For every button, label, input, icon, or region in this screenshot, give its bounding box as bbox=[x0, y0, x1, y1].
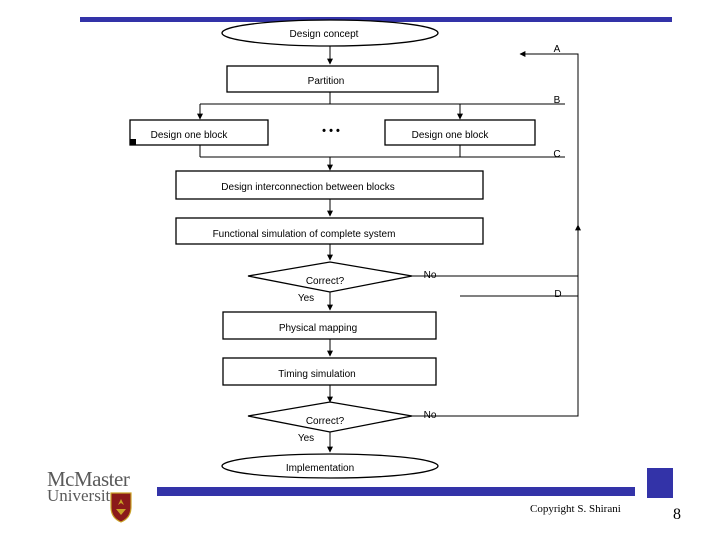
timing-label: Timing simulation bbox=[278, 369, 355, 380]
flow-edges bbox=[197, 42, 581, 453]
top-accent-bar bbox=[80, 17, 672, 22]
decision1-yes-label: Yes bbox=[298, 293, 314, 304]
start-node bbox=[221, 19, 439, 47]
logo-sub: University bbox=[47, 486, 119, 505]
corner-accent-square bbox=[647, 468, 673, 498]
mapping-node bbox=[222, 311, 437, 340]
block-left-label: Design one block bbox=[151, 130, 229, 141]
decision2-no-label: No bbox=[424, 410, 437, 421]
interconnect-label: Design interconnection between blocks bbox=[221, 182, 394, 193]
start-label: Design concept bbox=[290, 29, 359, 40]
decision2-yes-label: Yes bbox=[298, 433, 314, 444]
loop-label-c: C bbox=[553, 149, 560, 160]
page-number: 8 bbox=[673, 506, 681, 523]
decision2-label: Correct? bbox=[306, 416, 345, 427]
func-sim-node bbox=[175, 217, 484, 245]
bottom-accent-bar bbox=[157, 487, 635, 496]
block-left-node bbox=[129, 119, 269, 146]
decision1-no-label: No bbox=[424, 270, 437, 281]
loop-label-a: A bbox=[554, 44, 561, 55]
decision1-node bbox=[247, 261, 413, 293]
partition-label: Partition bbox=[308, 76, 345, 87]
block-right-label: Design one block bbox=[412, 130, 490, 141]
loop-label-d: D bbox=[554, 289, 561, 300]
func-sim-label: Functional simulation of complete system bbox=[213, 229, 396, 240]
copyright-text: Copyright S. Shirani bbox=[530, 503, 621, 515]
partition-node bbox=[226, 65, 439, 93]
interconnect-node bbox=[175, 170, 484, 200]
block-left-marker bbox=[130, 139, 136, 145]
decision1-label: Correct? bbox=[306, 276, 345, 287]
timing-node bbox=[222, 357, 437, 386]
end-label: Implementation bbox=[286, 463, 354, 474]
loop-label-b: B bbox=[554, 95, 561, 106]
decision2-node bbox=[247, 401, 413, 433]
end-node bbox=[221, 453, 439, 479]
mapping-label: Physical mapping bbox=[279, 323, 357, 334]
block-right-node bbox=[384, 119, 536, 146]
mcmaster-logo: McMaster University bbox=[47, 467, 137, 527]
shield-icon bbox=[110, 492, 132, 523]
logo-name: McMaster bbox=[47, 467, 130, 491]
block-ellipsis: • • • bbox=[322, 125, 340, 137]
edge-loop-a bbox=[412, 51, 579, 417]
